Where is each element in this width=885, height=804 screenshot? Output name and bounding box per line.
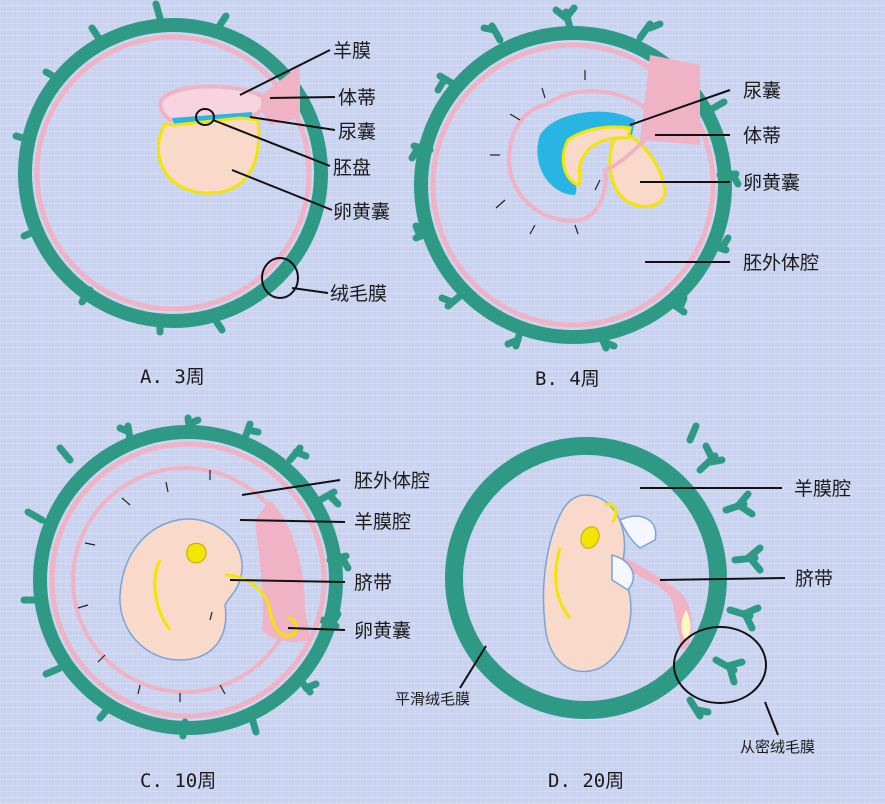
label-coelom-c: 胚外体腔	[354, 470, 430, 492]
label-coelom-b: 胚外体腔	[743, 252, 819, 274]
caption-c: C. 10周	[140, 770, 216, 792]
label-embryonic-disc: 胚盘	[333, 157, 371, 179]
panel-c: 胚外体腔 羊膜腔 脐带 卵黄囊 C. 10周	[24, 418, 430, 792]
panel-c-gut-loop	[187, 543, 206, 562]
label-amniotic-cavity-d: 羊膜腔	[794, 478, 851, 500]
label-body-stalk-b: 体蒂	[743, 125, 781, 147]
panel-b: 尿囊 体蒂 卵黄囊 胚外体腔 B. 4周	[412, 8, 819, 390]
label-body-stalk: 体蒂	[338, 87, 376, 109]
panel-c-embryo	[120, 519, 242, 660]
label-smooth-chorion: 平滑绒毛膜	[395, 690, 470, 708]
panel-b-body-stalk	[640, 55, 700, 145]
label-yolk-sac: 卵黄囊	[333, 201, 390, 223]
panel-d-limb-upper	[620, 516, 656, 548]
panel-d: 羊膜腔 脐带 平滑绒毛膜 从密绒毛膜 D. 20周	[395, 426, 851, 792]
label-yolk-sac-c: 卵黄囊	[354, 620, 411, 642]
label-chorion: 绒毛膜	[330, 283, 387, 305]
caption-a: A. 3周	[140, 366, 205, 388]
label-umbilical-cord-c: 脐带	[354, 572, 392, 594]
label-allantois-b: 尿囊	[743, 80, 781, 102]
panel-b-yolk-sac	[610, 130, 665, 206]
panel-a-yolk-sac	[158, 118, 258, 193]
caption-b: B. 4周	[535, 368, 600, 390]
label-amniotic-cavity-c: 羊膜腔	[354, 511, 411, 533]
label-villous-chorion: 从密绒毛膜	[740, 738, 815, 756]
label-amnion: 羊膜	[333, 40, 371, 62]
label-allantois: 尿囊	[338, 121, 376, 143]
label-yolk-sac-b: 卵黄囊	[743, 172, 800, 194]
label-umbilical-cord-d: 脐带	[795, 568, 833, 590]
panel-a: 羊膜 体蒂 尿囊 胚盘 卵黄囊 绒毛膜 A. 3周	[16, 4, 390, 388]
caption-d: D. 20周	[548, 770, 624, 792]
